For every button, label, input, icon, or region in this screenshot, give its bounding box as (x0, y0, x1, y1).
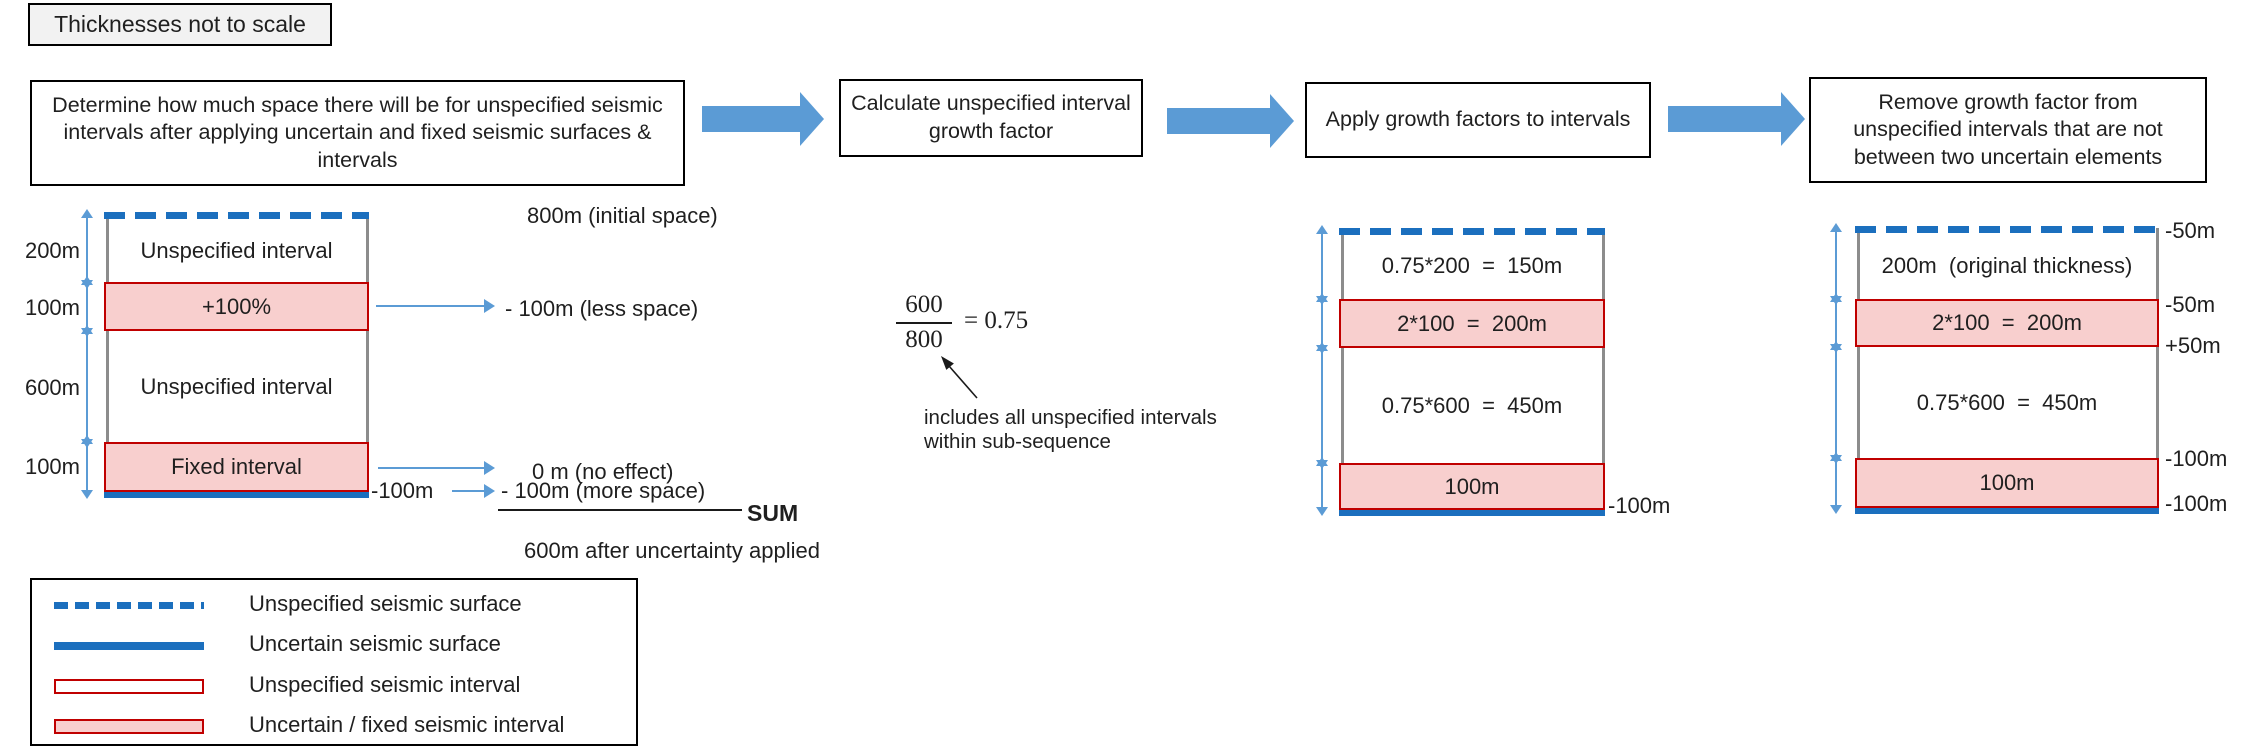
column-bottom-depth-label: -100m (1608, 493, 1671, 518)
thickness-label: 200m (24, 238, 80, 263)
unspecified-surface-line (1855, 226, 2159, 233)
step-1-box: Determine how much space there will be f… (30, 80, 685, 186)
flow-arrow-body (702, 106, 800, 132)
uncertain-surface-line (104, 492, 369, 498)
legend-label: Uncertain seismic surface (249, 631, 501, 656)
formula-note-line1: includes all unspecified intervals (924, 406, 1217, 429)
formula-note: includes all unspecified intervals withi… (924, 406, 1217, 454)
measure-arrow-icon (1316, 457, 1328, 516)
step-2-box: Calculate unspecified interval growth fa… (839, 79, 1143, 157)
interval-row: 2*100 = 200m (1339, 299, 1605, 348)
less-space-label: - 100m (less space) (505, 296, 699, 321)
measure-arrow-icon (1316, 293, 1328, 354)
formula-result: = 0.75 (964, 307, 1029, 334)
interval-row: 200m (original thickness) (1881, 253, 2133, 278)
flow-arrow-body (1167, 108, 1270, 134)
initial-space-label: 800m (initial space) (527, 203, 718, 228)
column-side-line (1602, 230, 1605, 512)
measure-arrow-icon (1830, 341, 1842, 464)
interval-row: 0.75*600 = 450m (1381, 392, 1563, 418)
measure-arrow-icon (81, 325, 93, 448)
more-space-label: - 100m (more space) (501, 478, 706, 503)
effect-arrow-icon (378, 461, 495, 475)
depth-shift-label: -50m (2165, 292, 2216, 317)
column-bottom-depth-label: -100m (371, 478, 434, 503)
depth-shift-label: -50m (2165, 218, 2216, 243)
depth-shift-label: -100m (2165, 491, 2228, 516)
sum-label: SUM (747, 500, 799, 526)
formula-note-line2: within sub-sequence (924, 430, 1111, 453)
measure-arrow-icon (1830, 293, 1842, 353)
flow-arrow-icon (1668, 92, 1805, 146)
flow-arrow-body (1668, 106, 1781, 132)
uncertain-surface-line (1855, 508, 2159, 514)
measure-arrow-icon (1830, 452, 1842, 514)
column-side-line (1857, 228, 1860, 510)
interval-row: 100m (1855, 458, 2159, 508)
fraction-bar (896, 322, 952, 324)
flow-arrow-icon (702, 92, 824, 146)
sum-line (498, 509, 742, 511)
measure-arrow-icon (81, 276, 93, 337)
interval-row: 100m (1339, 463, 1605, 510)
formula-numerator: 600 (905, 291, 943, 318)
measure-arrow-icon (1830, 223, 1842, 305)
depth-shift-label: -100m (2165, 446, 2228, 471)
legend-label: Unspecified seismic interval (249, 672, 521, 697)
uncertain-surface-line (1339, 510, 1605, 516)
interval-row: 2*100 = 200m (1855, 299, 2159, 347)
legend: Unspecified seismic surface Uncertain se… (30, 578, 638, 746)
red-filled-rect-icon (54, 719, 204, 734)
formula-denominator: 800 (905, 326, 943, 353)
column-side-line (366, 214, 369, 496)
interval-row: 0.75*200 = 150m (1381, 253, 1563, 278)
thickness-label: 600m (24, 375, 80, 400)
thickness-label: 100m (24, 454, 80, 479)
thickness-label: 100m (24, 295, 80, 320)
measure-arrow-icon (81, 435, 93, 499)
column-side-line (2156, 228, 2159, 510)
measure-arrow-icon (1316, 342, 1328, 469)
legend-label: Uncertain / fixed seismic interval (249, 712, 565, 737)
interval-column-1: Unspecified interval +100% Unspecified i… (104, 212, 369, 498)
dashed-blue-line-icon (54, 602, 204, 609)
interval-row: +100% (104, 282, 369, 331)
measure-arrow-icon (1316, 225, 1328, 305)
depth-shift-label: +50m (2165, 333, 2221, 358)
interval-row: Fixed interval (104, 442, 369, 492)
flow-arrow-icon (1167, 94, 1294, 148)
interval-row: 0.75*600 = 450m (1916, 389, 2098, 415)
effect-arrow-icon (452, 484, 495, 498)
flow-arrow-head (1270, 94, 1294, 148)
step-4-box: Remove growth factor from unspecified in… (1809, 77, 2207, 183)
column-side-line (106, 214, 109, 496)
no-effect-label: 0 m (no effect) (532, 459, 674, 484)
callout-arrow-icon (941, 356, 978, 399)
interval-row: Unspecified interval (140, 373, 333, 399)
flow-arrow-head (800, 92, 824, 146)
interval-column-3: 0.75*200 = 150m 2*100 = 200m 0.75*600 = … (1339, 228, 1605, 516)
unspecified-surface-line (104, 212, 369, 219)
measure-arrow-icon (81, 209, 93, 289)
column-side-line (1341, 230, 1344, 512)
interval-column-4: 200m (original thickness) 2*100 = 200m 0… (1855, 226, 2159, 514)
legend-label: Unspecified seismic surface (249, 591, 522, 616)
solid-blue-line-icon (54, 642, 204, 650)
flow-arrow-head (1781, 92, 1805, 146)
unspecified-surface-line (1339, 228, 1605, 235)
scale-note: Thicknesses not to scale (28, 3, 332, 46)
red-outline-rect-icon (54, 679, 204, 694)
interval-row: Unspecified interval (140, 237, 333, 263)
effect-arrow-icon (376, 299, 495, 313)
result-label: 600m after uncertainty applied (524, 538, 820, 563)
step-3-box: Apply growth factors to intervals (1305, 82, 1651, 158)
